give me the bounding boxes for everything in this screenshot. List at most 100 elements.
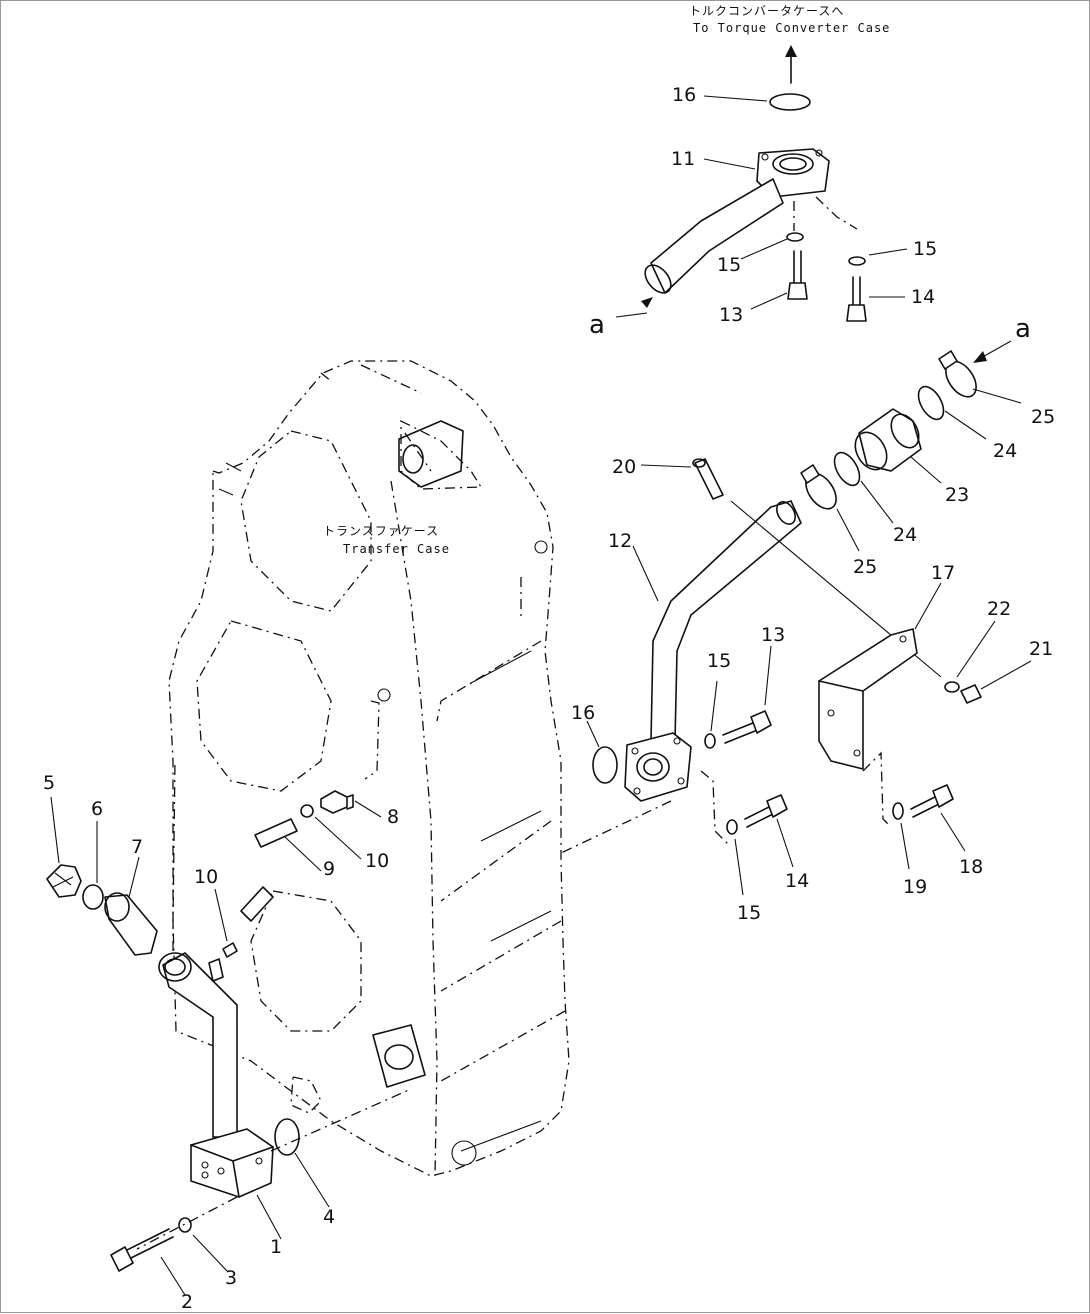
o-ring-4 [274, 1118, 300, 1156]
arrow-a-right [973, 351, 987, 363]
center-line-pipe1 [172, 760, 176, 951]
o-ring-6 [82, 884, 104, 910]
callout-13-mid: 13 [761, 624, 785, 646]
callout-11: 11 [671, 148, 695, 170]
leader-15-a [740, 238, 788, 260]
callout-21: 21 [1029, 638, 1053, 660]
leader-16-top [703, 95, 768, 102]
leader-10-a [314, 816, 362, 860]
washer-22 [944, 681, 960, 693]
center-line-15c [700, 770, 730, 846]
callout-18: 18 [959, 856, 983, 878]
washer-15-a [786, 232, 804, 242]
callout-6: 6 [91, 798, 103, 820]
callout-15-b: 15 [913, 238, 937, 260]
plug-8 [320, 790, 354, 814]
washer-15-c [704, 733, 716, 749]
leader-2 [160, 1256, 186, 1296]
callout-15-c: 15 [707, 650, 731, 672]
leader-9 [284, 836, 322, 872]
clamp-24-a [917, 385, 945, 421]
o-ring-16-mid [592, 746, 618, 784]
callout-25-b: 25 [853, 556, 877, 578]
leader-16-mid [586, 720, 600, 748]
center-line-19 [862, 751, 892, 828]
ref-letter-a-right: a [1015, 314, 1031, 344]
callout-20: 20 [612, 456, 636, 478]
bolt-13-mid [722, 710, 772, 744]
callout-9: 9 [323, 858, 335, 880]
callout-24-b: 24 [893, 524, 917, 546]
leader-7 [128, 856, 140, 898]
leader-25-a [972, 388, 1022, 404]
leader-24-a [944, 410, 987, 440]
pin-9 [254, 818, 298, 848]
callout-16-top: 16 [672, 84, 696, 106]
leader-25-b [836, 508, 860, 552]
o-ring-16-top [769, 93, 811, 111]
leader-8 [354, 800, 382, 818]
callout-15-d: 15 [737, 902, 761, 924]
leader-18 [940, 812, 966, 852]
o-ring-10-a [300, 804, 314, 818]
arrow-a-left [641, 297, 653, 308]
callout-2: 2 [181, 1291, 193, 1313]
breather-cap-5 [46, 864, 82, 898]
leader-20 [640, 464, 692, 468]
bolt-20 [692, 458, 724, 500]
leader-10-b [214, 888, 228, 942]
leader-a-left [615, 312, 648, 318]
bolt-14-mid [744, 794, 788, 828]
callout-24-a: 24 [993, 440, 1017, 462]
callout-19: 19 [903, 876, 927, 898]
leader-5 [50, 796, 60, 864]
center-line-8 [364, 700, 380, 780]
bracket-17 [818, 628, 918, 770]
washer-19 [892, 802, 904, 820]
leader-24-b [860, 480, 894, 524]
callout-5: 5 [43, 772, 55, 794]
center-line-pipe12 [560, 800, 672, 854]
arrow-head-up [785, 45, 797, 57]
leader-13-mid [764, 645, 772, 706]
leader-19 [900, 822, 910, 870]
callout-22: 22 [987, 598, 1011, 620]
callout-13-top: 13 [719, 304, 743, 326]
clamp-24-b [833, 451, 861, 487]
center-line-15b [815, 196, 858, 230]
callout-8: 8 [387, 806, 399, 828]
leader-14-mid [776, 818, 794, 868]
o-ring-10-b [222, 942, 238, 958]
pin-9-b [240, 886, 274, 922]
callout-10-b: 10 [194, 866, 218, 888]
leader-23 [910, 456, 942, 484]
leader-15-b [868, 248, 908, 256]
callout-7: 7 [131, 836, 143, 858]
callout-15-a: 15 [717, 254, 741, 276]
leader-3 [192, 1234, 228, 1272]
leader-12 [632, 545, 659, 602]
callout-25-a: 25 [1031, 406, 1055, 428]
center-line-bolt2 [136, 1196, 238, 1250]
callout-1: 1 [270, 1236, 282, 1258]
bolt-18 [910, 784, 954, 818]
leader-15-d [734, 838, 744, 896]
callout-10-a: 10 [365, 850, 389, 872]
callout-23: 23 [945, 484, 969, 506]
callout-12: 12 [608, 530, 632, 552]
callout-14-top: 14 [911, 286, 935, 308]
leader-13-top [750, 292, 788, 310]
bolt-14-top [846, 276, 867, 322]
hose-23 [854, 408, 922, 472]
callout-14-mid: 14 [785, 870, 809, 892]
case-label-english: Transfer Case [343, 542, 450, 556]
washer-15-b [848, 256, 866, 266]
nut-21 [960, 684, 982, 704]
center-line-case [270, 1088, 412, 1152]
leader-17 [914, 582, 942, 630]
callout-3: 3 [225, 1267, 237, 1289]
ref-letter-a-left: a [589, 310, 605, 340]
washer-15-d [726, 819, 738, 835]
